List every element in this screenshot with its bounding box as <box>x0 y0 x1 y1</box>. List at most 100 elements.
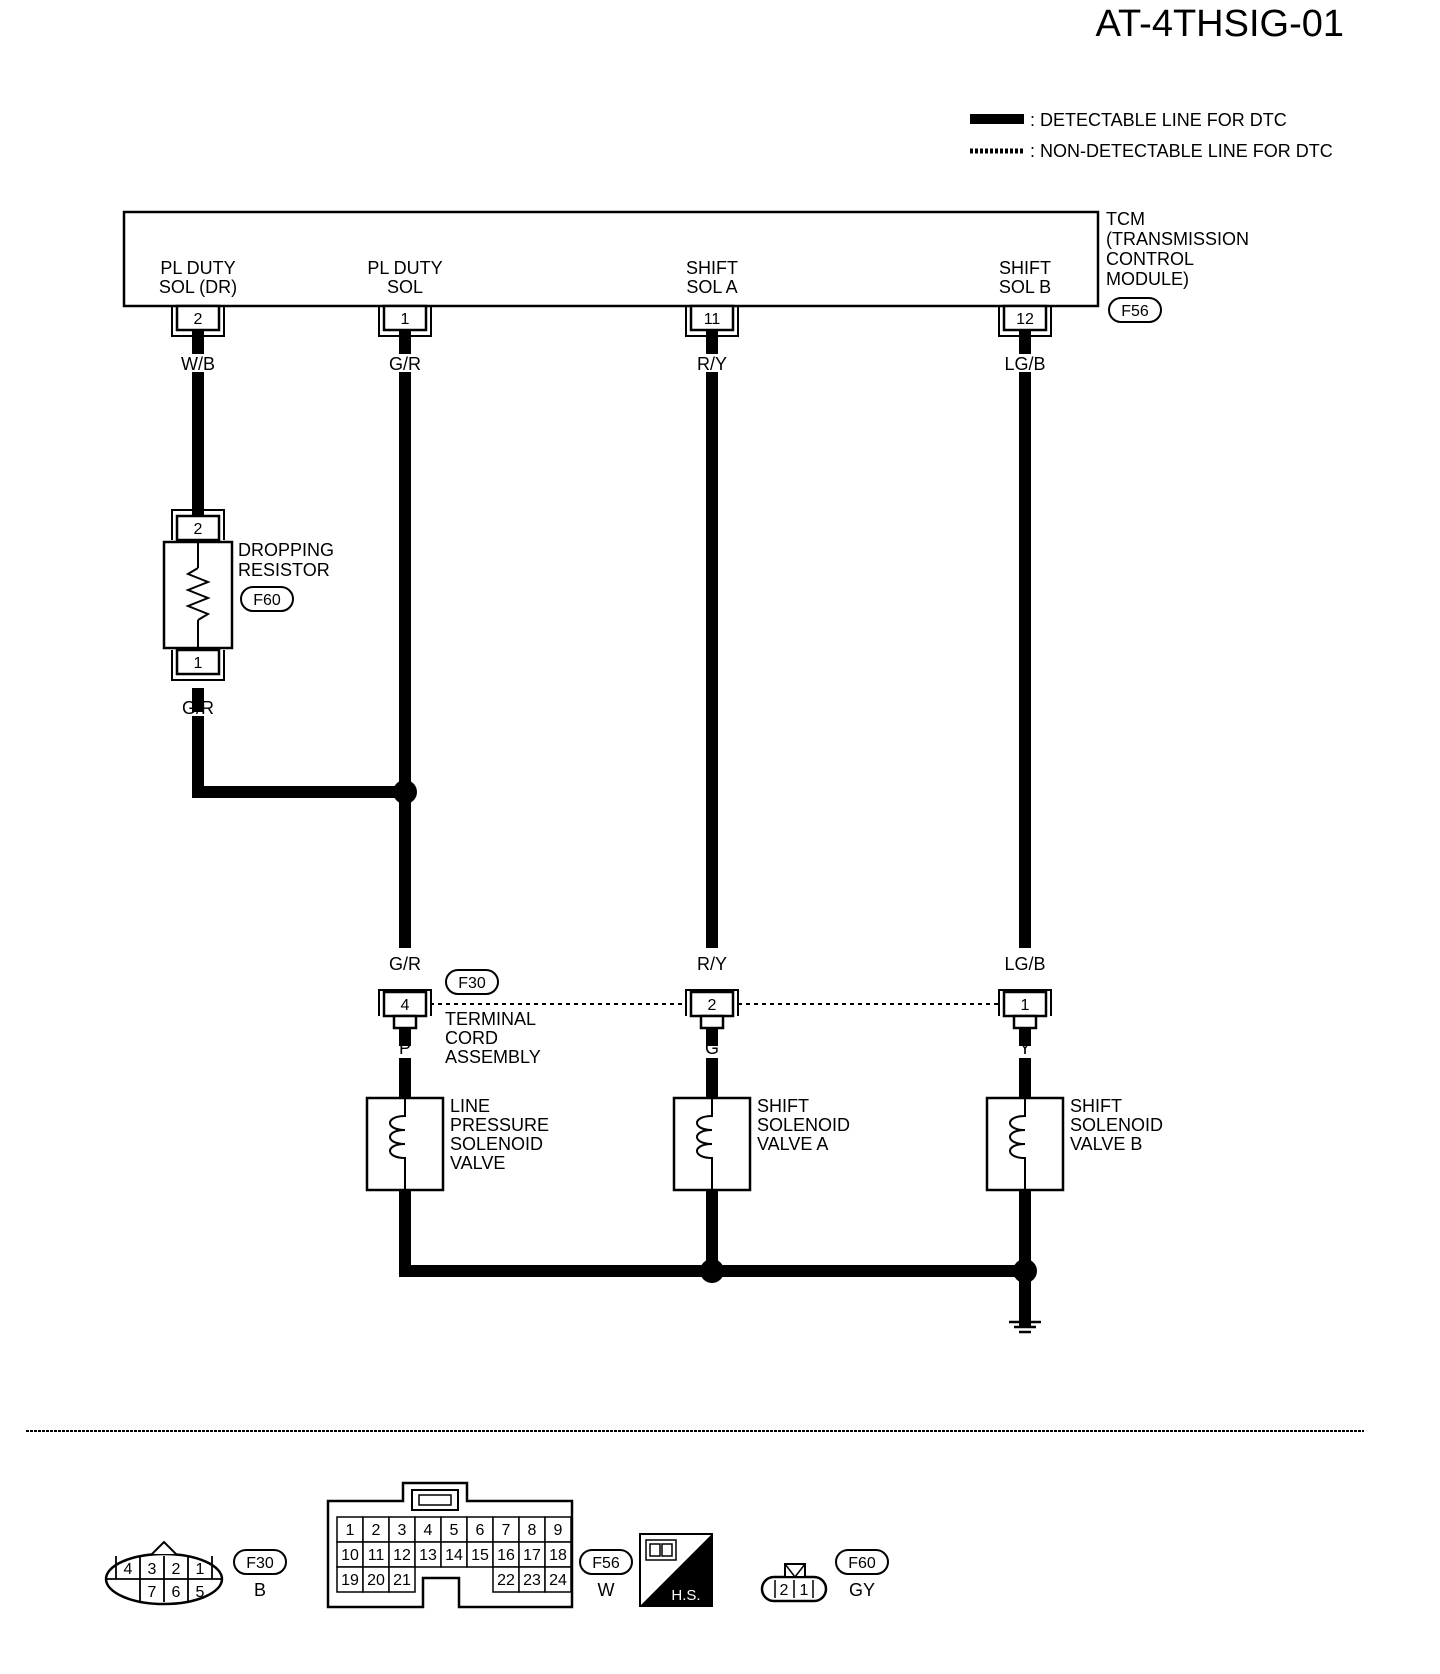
solenoid-shift-b: SHIFT SOLENOID VALVE B <box>985 1096 1163 1192</box>
f56-pin: 20 <box>367 1572 385 1589</box>
terminal-cord-name: CORD <box>445 1028 498 1048</box>
solenoid-name: LINE <box>450 1096 490 1116</box>
tcm-module: TCM (TRANSMISSION CONTROL MODULE) F56 PL… <box>122 209 1249 323</box>
wire-color: Y <box>1019 1038 1031 1058</box>
tcm-pins: 2 1 11 12 <box>171 304 1052 337</box>
tcm-pin-number: 11 <box>704 311 721 328</box>
connector-view-f30: 4 3 2 1 7 6 5 F30 B <box>104 1540 287 1606</box>
coil-icon <box>1009 1098 1026 1190</box>
f56-pin-cell <box>388 1566 416 1593</box>
wire-color: R/Y <box>697 354 727 374</box>
f56-pin: 12 <box>393 1547 411 1564</box>
legend-detectable: : DETECTABLE LINE FOR DTC <box>1030 110 1287 130</box>
f56-pin: 15 <box>471 1547 489 1564</box>
dropping-resistor: 2 1 G/R DROPPING RESISTOR F60 <box>162 509 334 718</box>
f56-pin-cell <box>336 1566 364 1593</box>
wire-color: G/R <box>389 954 421 974</box>
f56-pin-cell <box>544 1566 572 1593</box>
tcm-title-line: TCM <box>1106 209 1145 229</box>
connector-view-f60: 2 1 F60 GY <box>760 1549 889 1603</box>
f56-pin: 16 <box>497 1547 515 1564</box>
f30-pin: 7 <box>148 1584 157 1601</box>
f60-color: GY <box>849 1580 875 1600</box>
f56-pin: 5 <box>450 1522 459 1539</box>
pin-bracket <box>171 509 225 540</box>
terminal-cord-assembly: G/R R/Y LG/B F30 4 2 1 TERMINAL CORD ASS… <box>378 954 1052 1067</box>
resistor-connector-ref <box>240 586 294 612</box>
page-id: AT-4THSIG-01 <box>1096 3 1344 45</box>
resistor-connector-id: F60 <box>253 592 281 609</box>
solenoid-name: SHIFT <box>1070 1096 1122 1116</box>
terminal-cord-pin-number: 4 <box>401 997 410 1014</box>
f30-pin: 2 <box>172 1561 181 1578</box>
tcm-pin-number: 1 <box>401 311 410 328</box>
f56-pin: 4 <box>424 1522 433 1539</box>
wire-gr-resistor <box>192 716 411 798</box>
hs-label: H.S. <box>671 1587 700 1604</box>
tcm-pin-number: 2 <box>194 311 203 328</box>
terminal-cord-name: ASSEMBLY <box>445 1047 541 1067</box>
f56-pin-cell <box>414 1516 442 1543</box>
f30-ref <box>233 1549 287 1575</box>
f56-pin: 7 <box>502 1522 511 1539</box>
tcm-terminal-name: PL DUTY <box>367 258 442 278</box>
f60-key <box>784 1563 806 1578</box>
f56-pin: 6 <box>476 1522 485 1539</box>
wire-ground-bus <box>399 1184 1031 1277</box>
f56-pin: 21 <box>393 1572 411 1589</box>
wire-color: G/R <box>389 354 421 374</box>
tcm-pin <box>382 304 428 332</box>
solenoid-name: SOLENOID <box>757 1115 850 1135</box>
tcm-title-line: CONTROL <box>1106 249 1194 269</box>
wire-color: R/Y <box>697 954 727 974</box>
detectable-line-sample <box>970 114 1024 124</box>
f56-pin-cell <box>466 1516 494 1543</box>
wire-color: W/B <box>181 354 215 374</box>
f30-id: F30 <box>246 1555 274 1572</box>
f56-pin: 23 <box>523 1572 541 1589</box>
solenoid-name: SHIFT <box>757 1096 809 1116</box>
tcm-connector-ref <box>1108 297 1162 323</box>
solenoid-name: VALVE B <box>1070 1134 1142 1154</box>
f56-pin-cell <box>336 1541 364 1568</box>
resistor-pin <box>175 648 221 676</box>
f56-pin-cell <box>362 1516 390 1543</box>
resistor-pin-number: 2 <box>194 521 203 538</box>
f30-key <box>151 1540 177 1555</box>
f60-id: F60 <box>848 1555 876 1572</box>
tcm-box <box>122 210 1100 308</box>
splice-point <box>700 1259 724 1283</box>
f56-pin-cell <box>518 1566 546 1593</box>
f56-pin: 2 <box>372 1522 381 1539</box>
tcm-terminal-name: SOL B <box>999 277 1051 297</box>
wire-color: LG/B <box>1004 354 1045 374</box>
f56-pin-cell <box>544 1541 572 1568</box>
pin-tab <box>392 1014 418 1030</box>
f30-pin: 5 <box>196 1584 205 1601</box>
pin-bracket <box>998 989 1052 1016</box>
f56-pin: 1 <box>346 1522 355 1539</box>
solenoid-line-pressure: LINE PRESSURE SOLENOID VALVE <box>365 1096 549 1192</box>
solenoid-name: PRESSURE <box>450 1115 549 1135</box>
tcm-connector-id: F56 <box>1121 303 1149 320</box>
tcm-terminal-name: SHIFT <box>999 258 1051 278</box>
f56-pin: 10 <box>341 1547 359 1564</box>
tcm-pin <box>689 304 735 332</box>
f56-pin: 14 <box>445 1547 463 1564</box>
f56-pin: 13 <box>419 1547 437 1564</box>
f56-pin: 22 <box>497 1572 515 1589</box>
f60-pin: 2 <box>780 1582 789 1599</box>
tcm-title-line: (TRANSMISSION <box>1106 229 1249 249</box>
tcm-terminal-name: SHIFT <box>686 258 738 278</box>
resistor-icon <box>185 567 211 621</box>
tcm-pin-number: 12 <box>1016 311 1034 328</box>
ground-icon <box>1009 1320 1041 1334</box>
f56-pin: 24 <box>549 1572 567 1589</box>
f56-pin: 17 <box>523 1547 541 1564</box>
resistor-pin <box>175 514 221 542</box>
pin-bracket <box>171 650 225 681</box>
harness-side-icon <box>645 1539 677 1561</box>
tcm-terminal-name: PL DUTY <box>160 258 235 278</box>
